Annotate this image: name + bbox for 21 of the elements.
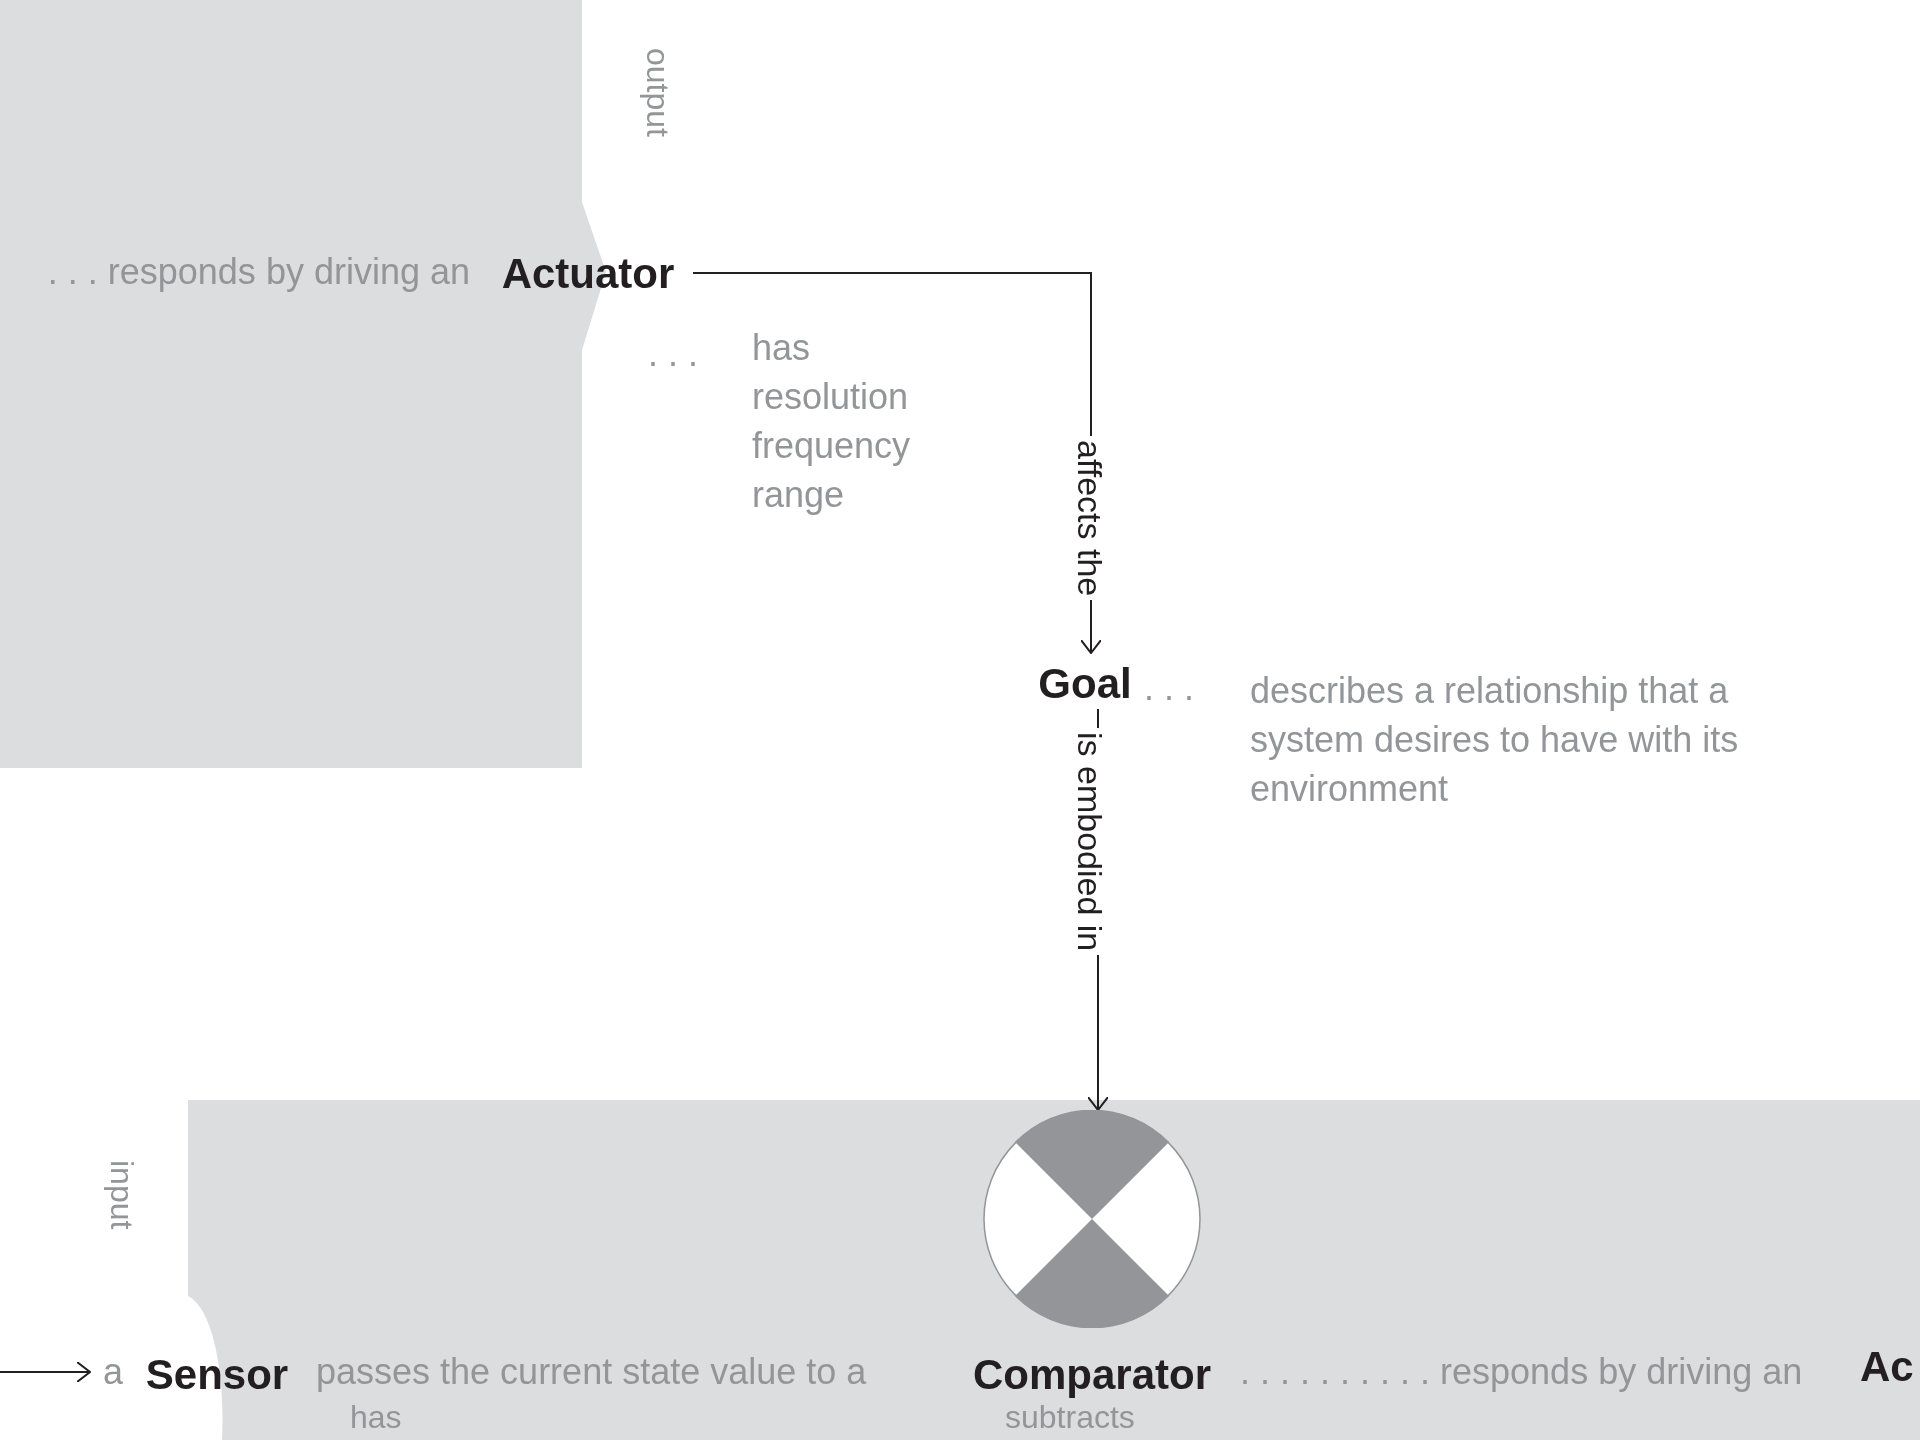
description-text: . . . responds by driving an [47,252,470,292]
label-text: has [350,1400,402,1436]
node-label: Goal [1026,653,1144,709]
label-text: subtracts [1005,1400,1135,1436]
node-label: Actuator [483,243,693,299]
label-text: . . . [648,334,698,374]
arrow [0,1361,91,1383]
description-text: a [103,1352,124,1392]
label-text: output [640,48,676,137]
label-text: passes the current state value to a [316,1352,867,1392]
node-text: Comparator [971,1349,1212,1400]
label-text: has [752,328,811,368]
label-text: Ac [1860,1344,1914,1391]
label-text: . . . [1144,668,1194,708]
label-text: range [752,475,845,515]
node-label: Sensor [130,1344,304,1400]
label-text: frequency [752,426,911,466]
label-text: input [104,1160,140,1230]
label-text: . . . . . . . . . . responds by driving an [1240,1352,1803,1392]
label-text: resolution [752,377,909,417]
description-text: describes a relationship that a system desires to have with its environment [1250,669,1740,811]
